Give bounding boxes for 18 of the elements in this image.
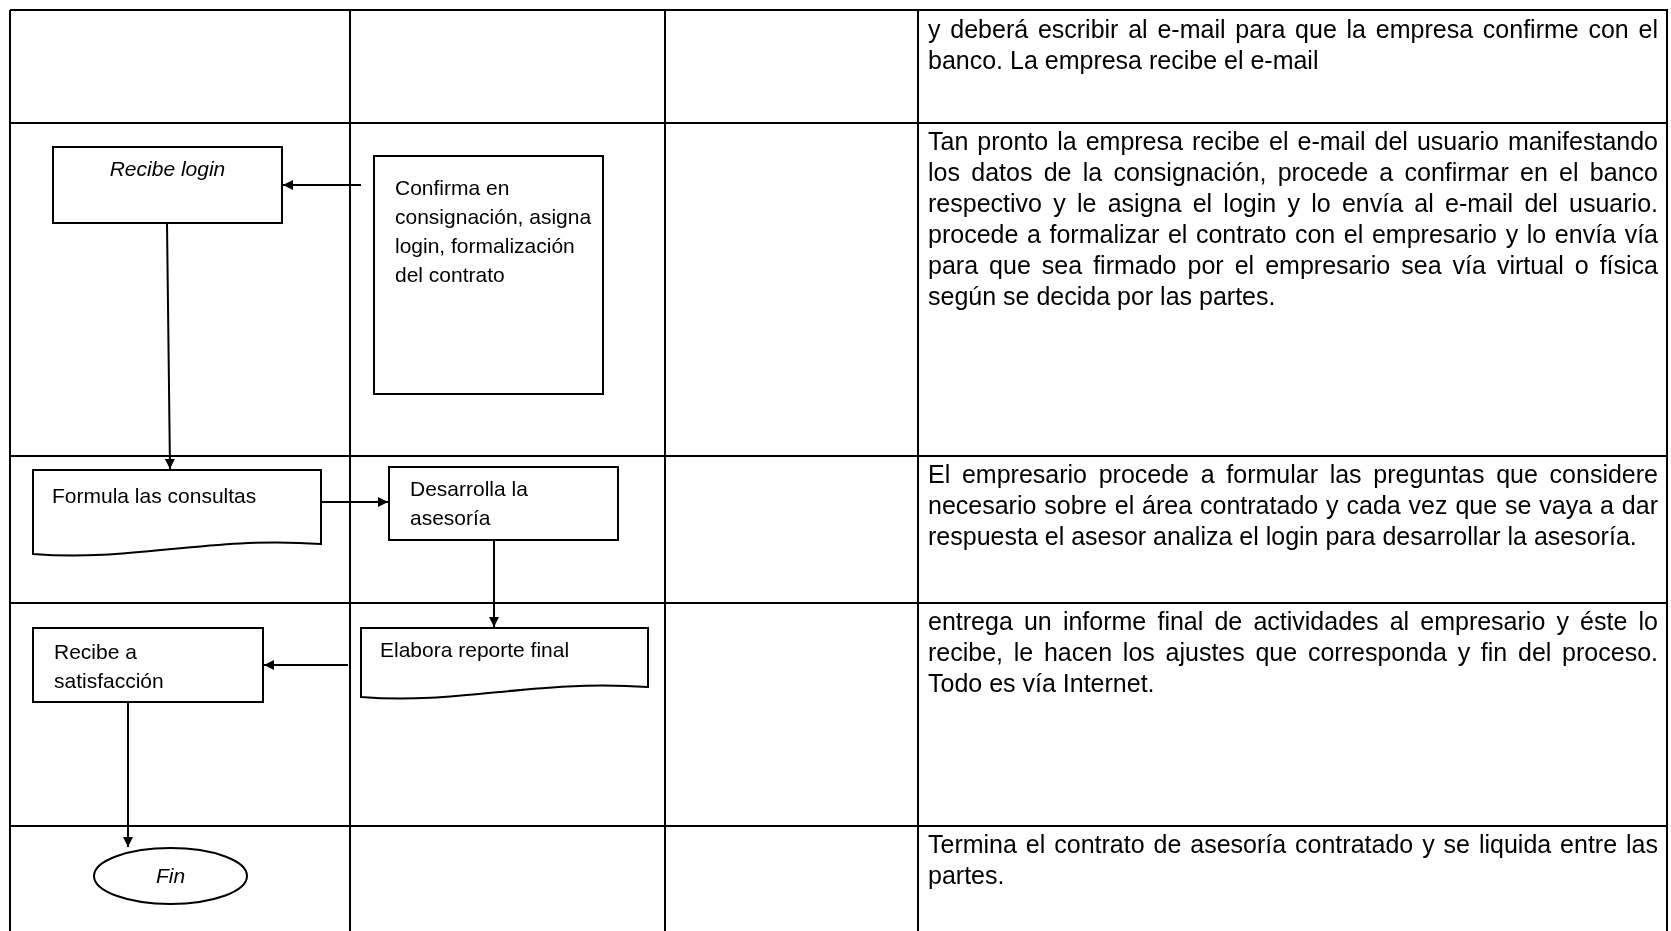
- process-box: Recibe a satisfacción: [32, 627, 264, 703]
- process-description: Termina el contrato de asesoría contratado y se liquida entre las partes.: [927, 829, 1659, 891]
- arrow: [489, 540, 499, 628]
- process-description: y deberá escribir al e-mail para que la empresa confirme con el banco. La empresa recibe el e-mail: [927, 14, 1659, 76]
- document-shape: Elabora reporte final: [360, 627, 649, 703]
- arrow: [321, 497, 389, 507]
- arrow: [282, 180, 362, 190]
- process-description: Tan pronto la empresa recibe el e-mail del usuario manifestando los datos de la consignación, procede a confirmar en el banco respectivo y le asigna el login y lo envía al e-mail del usuario. procede a formalizar el contrato con el empresario y lo envía vía para que sea firmado por el empresario sea vía virtual o física según se decida por las partes.: [927, 126, 1659, 312]
- process-box: Recibe login: [52, 146, 283, 224]
- process-box: Confirma en consignación, asigna login, formalización del contrato: [373, 155, 604, 395]
- process-description: El empresario procede a formular las preguntas que considere necesario sobre el área contratado y cada vez que se vaya a dar respuesta el asesor analiza el login para desarrollar la asesoría.: [927, 459, 1659, 552]
- terminator-oval: Fin: [93, 847, 248, 905]
- process-box: Desarrolla la asesoría: [388, 466, 619, 541]
- arrow: [164, 223, 175, 470]
- arrow: [263, 660, 349, 670]
- process-description: entrega un informe final de actividades al empresario y éste lo recibe, le hacen los ajustes que corresponda y fin del proceso. Todo es vía Internet.: [927, 606, 1659, 699]
- document-shape: Formula las consultas: [32, 469, 322, 560]
- arrow: [123, 702, 133, 848]
